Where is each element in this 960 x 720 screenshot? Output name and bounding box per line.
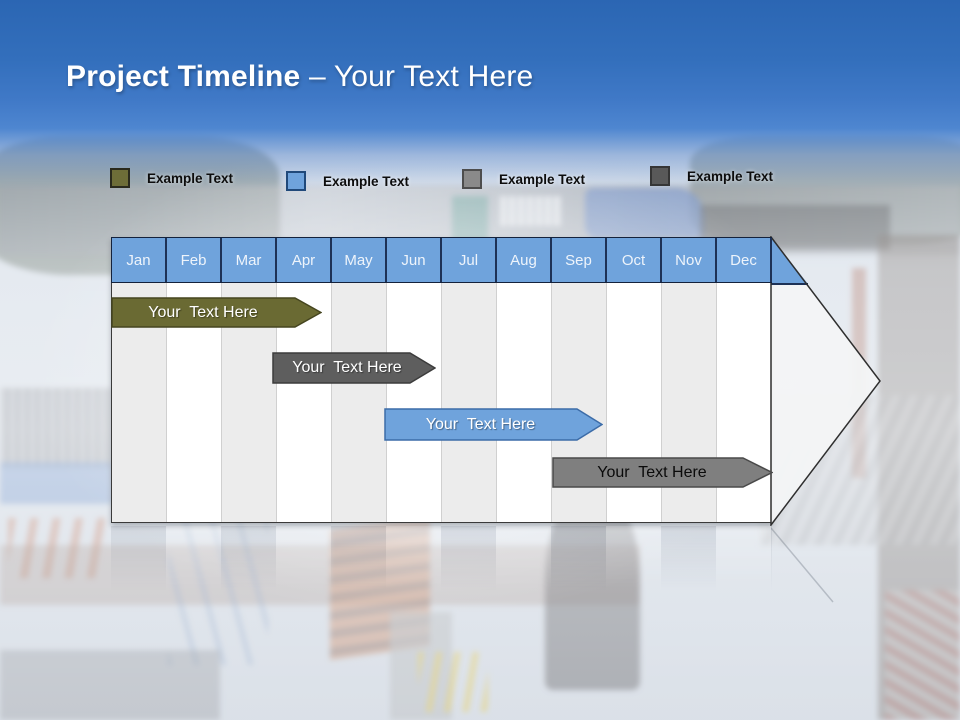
legend-label: Example Text: [323, 173, 410, 189]
task-bar-shape: [272, 352, 437, 384]
legend-item-4: Example Text: [650, 166, 773, 186]
month-cell-mar: Mar: [222, 238, 277, 282]
legend-item-1: Example Text: [110, 168, 233, 188]
month-cell-sep: Sep: [552, 238, 607, 282]
timeline-reflection: [111, 526, 772, 598]
legend-label: Example Text: [499, 171, 586, 187]
page-title: Project Timeline – Your Text Here: [66, 60, 533, 94]
task-bar-label: Your Text Here: [597, 464, 707, 481]
legend-swatch-olive: [110, 168, 130, 188]
month-header-row: Jan Feb Mar Apr May Jun Jul Aug Sep Oct …: [111, 237, 772, 283]
month-cell-jul: Jul: [442, 238, 497, 282]
legend-swatch-gray: [462, 169, 482, 189]
task-bar-3: Your Text Here: [384, 408, 604, 446]
legend-label: Example Text: [147, 170, 234, 186]
title-bold: Project Timeline: [66, 60, 309, 93]
month-cell-may: May: [332, 238, 387, 282]
task-bar-1: Your Text Here: [111, 297, 323, 333]
legend-swatch-blue: [286, 171, 306, 191]
task-bar-label: Your Text Here: [148, 304, 258, 321]
sky-gradient: [0, 0, 960, 190]
task-bar-shape: [552, 457, 774, 488]
month-cell-oct: Oct: [607, 238, 662, 282]
legend-label: Example Text: [687, 168, 774, 184]
task-bar-4: Your Text Here: [552, 457, 774, 493]
month-cell-jan: Jan: [112, 238, 167, 282]
legend-item-3: Example Text: [462, 169, 585, 189]
arrow-tip: [770, 236, 881, 526]
arrow-tip-reflection: [771, 527, 834, 603]
task-bar-shape: [111, 297, 323, 328]
month-cell-feb: Feb: [167, 238, 222, 282]
month-cell-jun: Jun: [387, 238, 442, 282]
month-cell-nov: Nov: [662, 238, 717, 282]
month-cell-dec: Dec: [717, 238, 772, 282]
task-bar-shape: [384, 408, 604, 441]
task-bar-label: Your Text Here: [292, 359, 402, 376]
legend-item-2: Example Text: [286, 171, 409, 191]
task-bar-2: Your Text Here: [272, 352, 437, 389]
title-subtitle: – Your Text Here: [308, 60, 534, 93]
month-cell-aug: Aug: [497, 238, 552, 282]
month-cell-apr: Apr: [277, 238, 332, 282]
legend-swatch-darkgray: [650, 166, 670, 186]
task-bar-label: Your Text Here: [425, 416, 536, 433]
